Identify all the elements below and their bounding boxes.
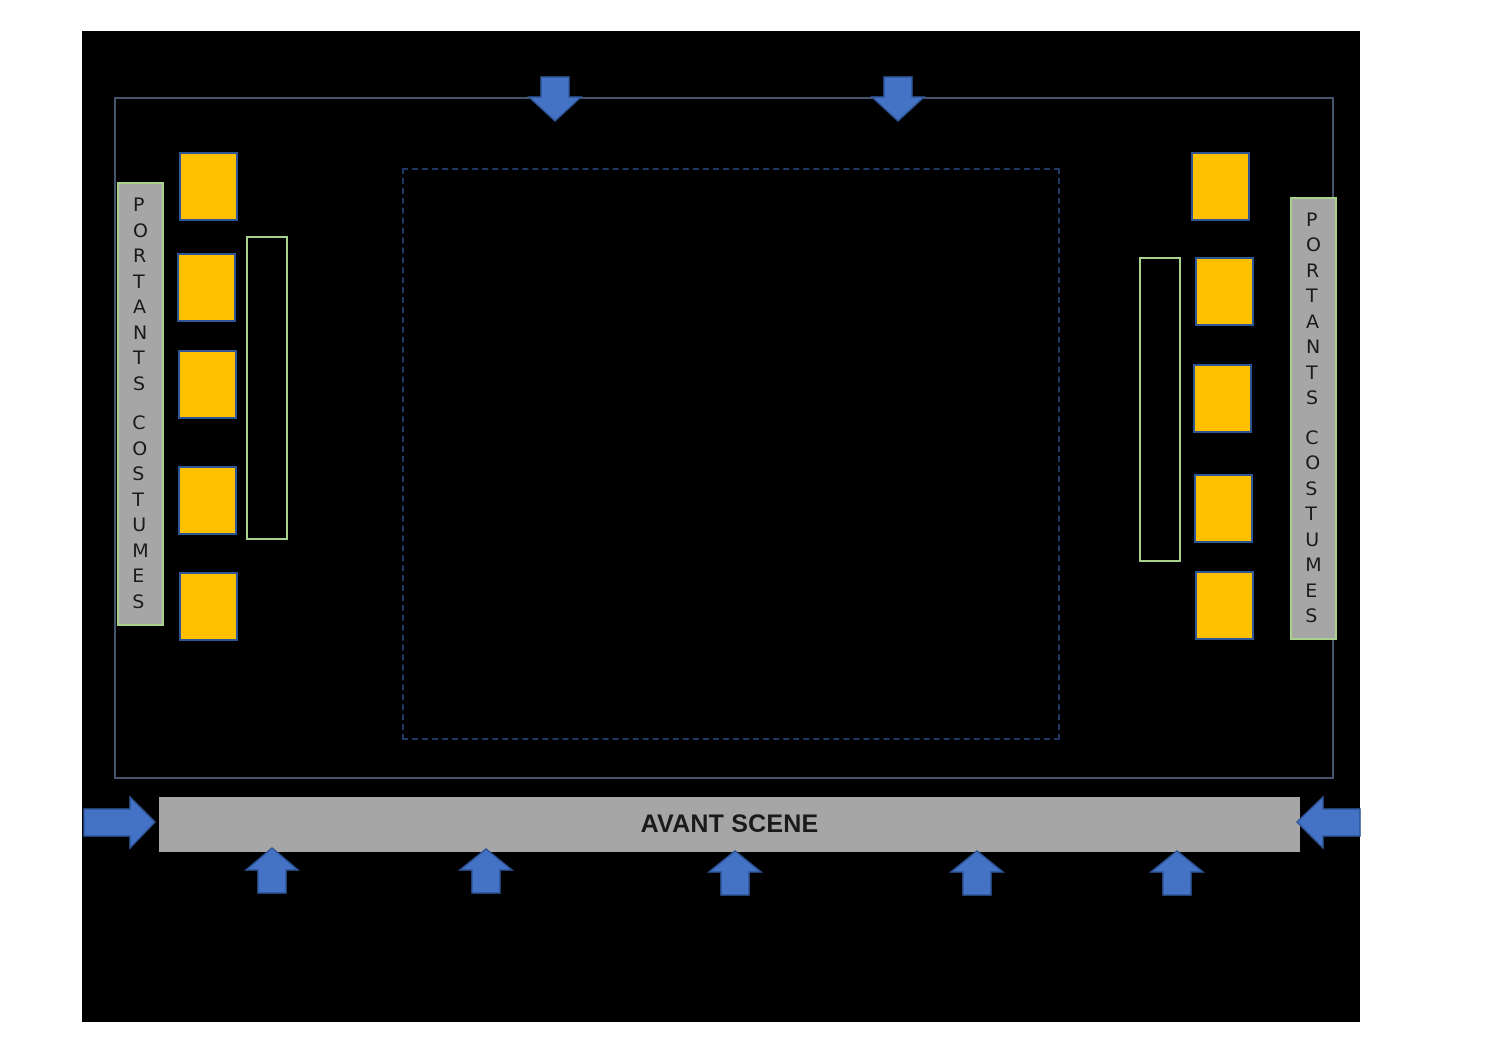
chair-left-1 [179, 152, 238, 221]
table-right [1139, 257, 1181, 562]
front-stage-label: AVANT SCENE [640, 810, 819, 838]
costume-rack-right-letter: P [1306, 208, 1318, 231]
costume-rack-right-letter: S [1306, 387, 1319, 409]
costume-rack-right-letter: S [1305, 477, 1318, 500]
costume-rack-left-letter: T [133, 270, 145, 293]
chair-right-2 [1195, 257, 1254, 326]
costume-rack-right-letter: M [1305, 554, 1322, 576]
performance-area [402, 168, 1060, 740]
chair-left-2 [177, 253, 236, 322]
costume-rack-right-letter: A [1306, 310, 1320, 333]
chair-left-5 [179, 572, 238, 641]
costume-rack-left-letter: T [133, 347, 145, 369]
costume-rack-left-letter: N [133, 321, 148, 344]
costume-rack-right-letter: O [1306, 234, 1321, 256]
costume-rack-right-letter: U [1305, 528, 1320, 551]
chair-right-1 [1191, 152, 1250, 221]
costume-rack-left-letter: S [133, 372, 146, 395]
chair-right-3 [1193, 364, 1252, 433]
costume-rack-left-letter: T [132, 488, 144, 511]
costume-rack-left-letter: S [132, 463, 145, 485]
costume-rack-left-letter: O [133, 219, 148, 242]
costume-rack-right-letter: N [1306, 336, 1321, 358]
costume-rack-left-letter: M [132, 539, 149, 562]
costume-rack-left-letter: S [132, 590, 145, 613]
costume-rack-right-letter: T [1306, 285, 1318, 307]
costume-rack-right-letter: E [1305, 579, 1318, 602]
costume-rack-right-letter: S [1305, 605, 1318, 627]
chair-left-3 [178, 350, 237, 419]
costume-rack-right-letter: O [1305, 452, 1321, 474]
costume-rack-right-letter: T [1305, 503, 1317, 525]
front-stage: AVANT SCENE [159, 797, 1300, 852]
table-left [246, 236, 288, 540]
costume-rack-right-letter: R [1306, 259, 1320, 282]
costume-rack-right-letter: T [1306, 361, 1318, 384]
chair-left-4 [178, 466, 237, 535]
chair-right-4 [1194, 474, 1253, 543]
costume-rack-left-letter: E [132, 565, 145, 587]
costume-rack-left-letter: A [133, 296, 147, 318]
costume-rack-right-letter: C [1305, 426, 1319, 449]
costume-rack-left-letter: O [132, 437, 148, 460]
costume-rack-left-letter: R [133, 245, 147, 267]
costume-rack-left-letter: U [132, 514, 147, 536]
costume-rack-left-letter: C [132, 412, 146, 434]
chair-right-5 [1195, 571, 1254, 640]
costume-rack-left-letter: P [133, 194, 145, 216]
